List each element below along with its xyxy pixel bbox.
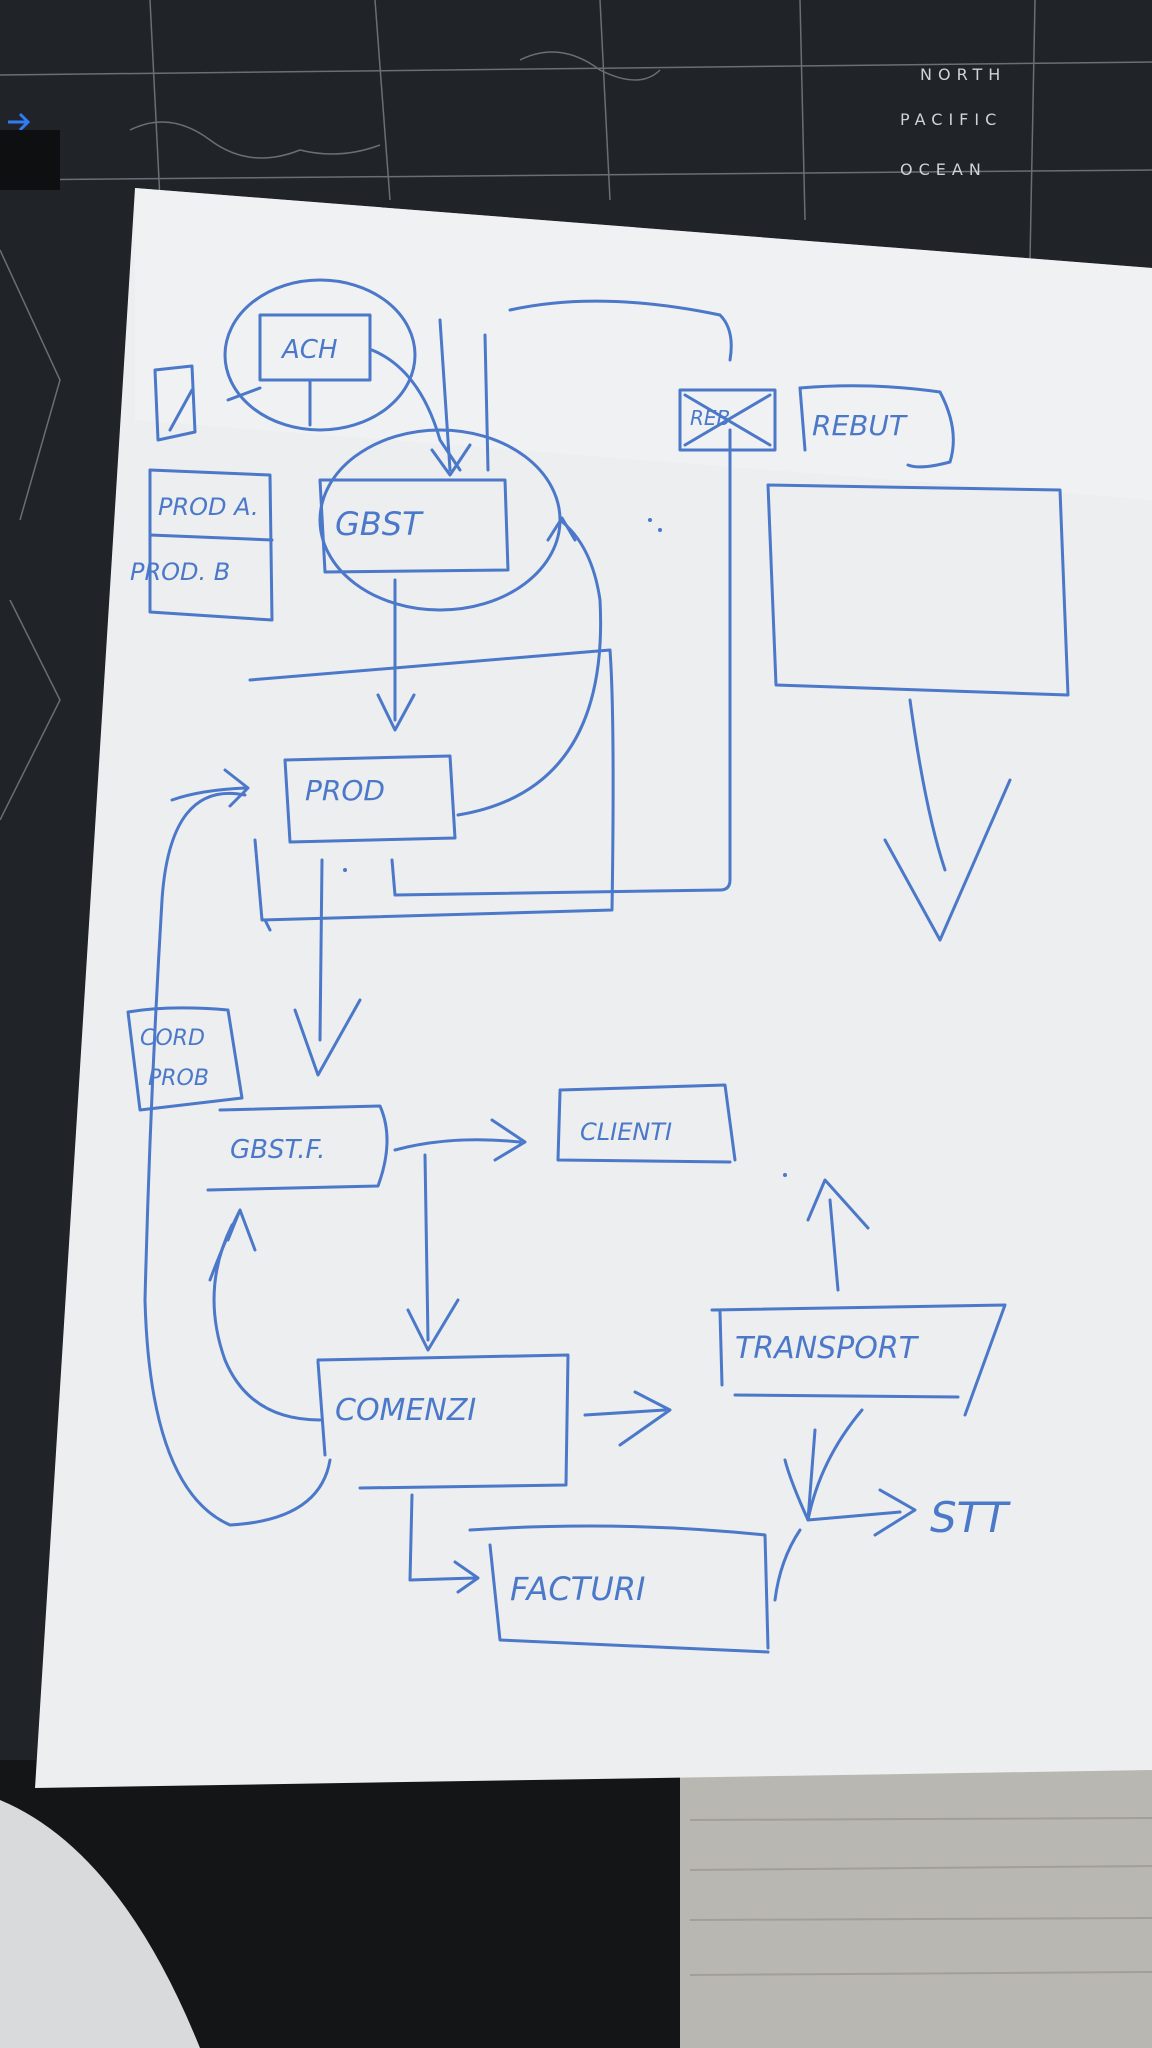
gbst-box xyxy=(318,478,510,574)
facturi-label: FACTURI xyxy=(510,1570,645,1608)
comenzi-label: COMENZI xyxy=(335,1393,476,1428)
prod-box xyxy=(283,754,457,844)
reb-strike-x xyxy=(683,393,772,447)
left-big-loop xyxy=(143,791,332,1527)
ach-to-gbst-arrow-1 xyxy=(370,348,462,472)
wood-grain xyxy=(689,1817,1152,1976)
map-ocean-labels: NORTH PACIFIC OCEAN xyxy=(900,65,1006,179)
prod-b-label: PROD. B xyxy=(130,558,230,586)
comenzi-box xyxy=(316,1353,570,1490)
prob-label: PROB xyxy=(148,1066,209,1091)
white-fabric xyxy=(0,1800,200,2048)
transport-to-stt-arrow xyxy=(806,1408,917,1537)
ach-circle xyxy=(223,278,417,432)
map-lines xyxy=(0,0,1152,821)
comenzi-left-curve xyxy=(212,1223,322,1422)
rebut-left-edge xyxy=(798,386,807,452)
prod-ab-divider xyxy=(148,533,274,542)
clienti-box xyxy=(556,1083,737,1164)
facturi-box xyxy=(468,1524,770,1654)
diagram: ACH PROD A. PROD. B GBST PROD xyxy=(126,278,1070,1654)
prod-outer-box xyxy=(248,648,615,922)
transport-box xyxy=(710,1303,1007,1417)
rebut-box xyxy=(798,384,955,469)
transport-label: TRANSPORT xyxy=(735,1331,920,1366)
ach-to-gbst-arrow-3 xyxy=(483,333,490,472)
ach-label: ACH xyxy=(280,335,338,365)
right-vertical-line xyxy=(390,428,732,897)
prod-ab-box xyxy=(148,468,274,622)
gbstf-label: GBST.F. xyxy=(230,1135,325,1165)
gbstf-to-clienti-arrow xyxy=(393,1118,527,1162)
transport-to-facturi-line xyxy=(773,1528,802,1602)
comenzi-to-transport-arrow xyxy=(583,1390,672,1447)
ach-to-gbst-arrow-2 xyxy=(430,318,472,477)
gbst-label: GBST xyxy=(335,505,424,543)
desk-shadow xyxy=(0,130,60,190)
prod-loop-arrowhead xyxy=(546,516,577,542)
stt-label: STT xyxy=(930,1493,1011,1542)
ach-box xyxy=(258,313,372,382)
map-label-north: NORTH xyxy=(920,65,1006,84)
right-down-arrow xyxy=(883,698,1012,942)
map-arrow-icon xyxy=(8,112,31,132)
wood-table xyxy=(680,1770,1152,2048)
cord-prob-box xyxy=(126,1006,244,1112)
map-label-ocean: OCEAN xyxy=(900,160,987,179)
comenzi-to-facturi-arrow xyxy=(408,1493,480,1594)
clienti-label: CLIENTI xyxy=(580,1118,672,1146)
small-doc-link xyxy=(226,386,262,402)
prod-outer-tick xyxy=(263,918,272,932)
cord-label: CORD xyxy=(140,1026,205,1051)
loop-into-prod-arrow xyxy=(170,768,250,808)
paper-sheet xyxy=(35,188,1152,1788)
map-label-pacific: PACIFIC xyxy=(900,110,1002,129)
paper-highlight xyxy=(135,188,1152,500)
rebut-label: REBUT xyxy=(812,409,908,442)
small-doc-box xyxy=(153,364,197,442)
gbst-to-prod-arrow xyxy=(376,578,416,732)
top-loop-line xyxy=(508,299,733,362)
reb-struck-box xyxy=(678,388,777,452)
gbstf-box xyxy=(206,1104,389,1192)
transport-to-clienti-arrow xyxy=(806,1178,870,1292)
prod-loop-arrow xyxy=(456,518,603,817)
empty-right-box xyxy=(766,483,1070,697)
prod-a-label: PROD A. xyxy=(158,493,259,521)
prod-label: PROD xyxy=(305,774,385,807)
ink-dots xyxy=(343,518,787,1177)
gbstf-to-comenzi-arrow xyxy=(406,1153,460,1352)
prod-to-gbstf-arrow xyxy=(293,858,362,1077)
